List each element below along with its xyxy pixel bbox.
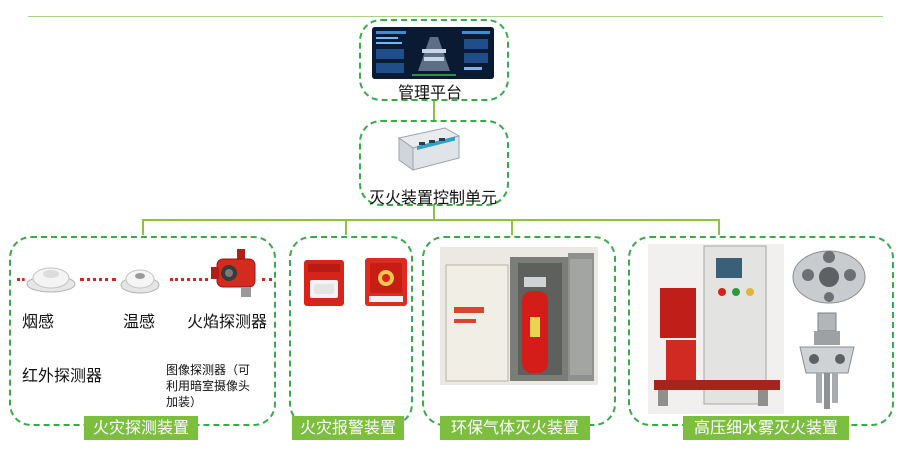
nozzle-icon xyxy=(792,311,862,411)
alarm-bell-icon xyxy=(302,258,346,308)
detector-link-2 xyxy=(80,278,116,281)
platform-label: 管理平台 xyxy=(398,83,463,102)
image-detector-label-line1: 图像探测器（可 xyxy=(166,363,251,377)
gas-tag: 环保气体灭火装置 xyxy=(440,416,590,440)
detector-link-1 xyxy=(17,278,25,281)
connector-drop-mist xyxy=(718,219,720,235)
connector-drop-detection xyxy=(142,219,144,235)
connector-drop-alarm xyxy=(345,219,347,235)
temp-label: 温感 xyxy=(123,312,156,331)
flame-detector-icon xyxy=(207,247,261,299)
mist-tag: 高压细水雾灭火装置 xyxy=(683,416,849,440)
connector-drop-gas xyxy=(511,219,513,235)
control-module-icon xyxy=(393,124,463,176)
pump-unit-icon xyxy=(648,244,784,414)
image-detector-label-line2: 利用暗室摄像头 xyxy=(166,379,251,393)
alarm-tag: 火灾报警装置 xyxy=(292,416,404,440)
detector-link-4 xyxy=(262,278,272,281)
top-divider xyxy=(28,16,883,17)
detection-tag: 火灾探测装置 xyxy=(84,416,198,440)
platform-box xyxy=(359,19,509,101)
connector-unit-bus xyxy=(433,204,435,219)
infrared-label: 红外探测器 xyxy=(22,366,103,385)
heat-detector-icon xyxy=(120,265,160,295)
detector-link-3 xyxy=(170,278,208,281)
control-unit-label: 灭火装置控制单元 xyxy=(369,188,498,207)
image-detector-label-line3: 加装） xyxy=(166,395,203,409)
smoke-detector-icon xyxy=(26,264,76,294)
connector-bus xyxy=(142,219,720,221)
smoke-label: 烟感 xyxy=(22,312,55,331)
gas-cabinet-icon xyxy=(440,247,598,385)
nozzle-icon xyxy=(790,245,868,307)
manual-call-point-icon xyxy=(363,256,409,308)
flame-label: 火焰探测器 xyxy=(187,312,268,331)
monitor-screen-icon xyxy=(372,27,494,79)
control-unit-box xyxy=(359,120,509,206)
connector-platform-unit xyxy=(433,101,435,121)
